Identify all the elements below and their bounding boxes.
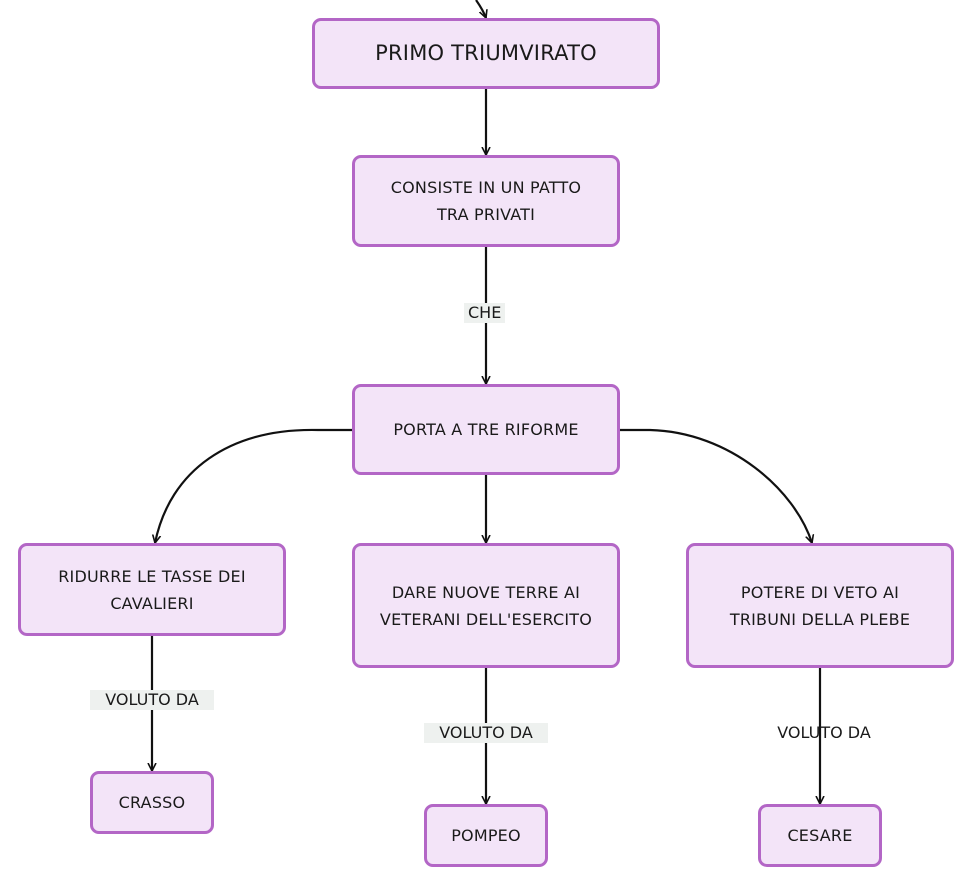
edge-label-voluto-da-center: VOLUTO DA xyxy=(424,723,548,743)
edge-label-voluto-da-right: VOLUTO DA xyxy=(777,723,871,742)
node-crasso: CRASSO xyxy=(90,771,214,834)
edge-label-voluto-da-left: VOLUTO DA xyxy=(90,690,214,710)
node-pompeo: POMPEO xyxy=(424,804,548,867)
edge-riforme-veto xyxy=(619,428,812,543)
node-nuove-terre: DARE NUOVE TERRE AI VETERANI DELL'ESERCI… xyxy=(352,543,620,668)
edge-riforme-tasse xyxy=(155,428,352,543)
node-cesare: CESARE xyxy=(758,804,882,867)
node-ridurre-tasse: RIDURRE LE TASSE DEI CAVALIERI xyxy=(18,543,286,636)
node-primo-triumvirato: PRIMO TRIUMVIRATO xyxy=(312,18,660,89)
node-porta-a-tre-riforme: PORTA A TRE RIFORME xyxy=(352,384,620,475)
node-patto: CONSISTE IN UN PATTO TRA PRIVATI xyxy=(352,155,620,247)
edge-label-che: CHE xyxy=(464,303,506,323)
node-potere-di-veto: POTERE DI VETO AI TRIBUNI DELLA PLEBE xyxy=(686,543,954,668)
edge-incoming xyxy=(475,0,486,18)
